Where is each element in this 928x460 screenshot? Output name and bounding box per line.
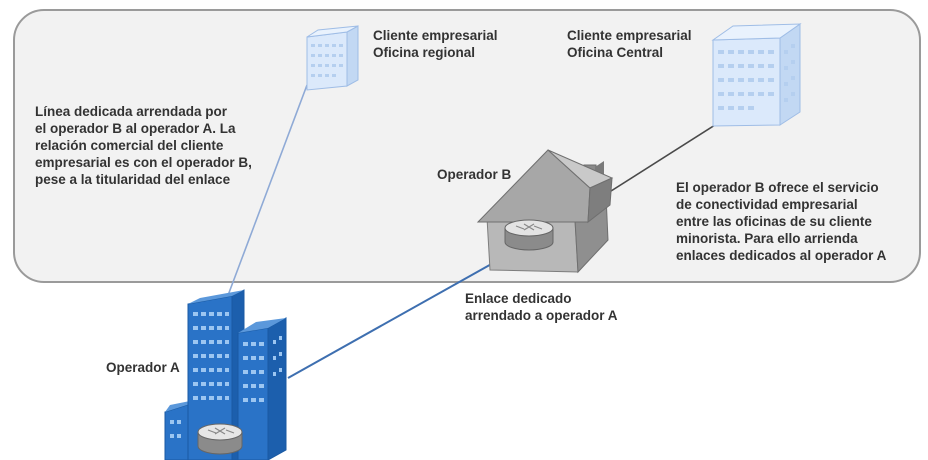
regional-office-label-line2: Oficina regional	[373, 45, 476, 60]
operator-b-label-text: Operador B	[437, 167, 512, 182]
regional-office-label-line1: Cliente empresarial	[373, 28, 498, 43]
operator-a-label-text: Operador A	[106, 360, 180, 375]
operator-b-service-note-line: enlaces dedicados al operador A	[676, 248, 887, 263]
dedicated-link-label-line: arrendado a operador A	[465, 308, 618, 323]
leased-line-note-line: el operador B al operador A. La	[35, 121, 236, 136]
leased-line-note-line: pese a la titularidad del enlace	[35, 172, 231, 187]
dedicated-link-label-line: Enlace dedicado	[465, 291, 572, 306]
central-office-label-line1: Cliente empresarial	[567, 28, 692, 43]
operator-b-service-note-line: entre las oficinas de su cliente	[676, 214, 872, 229]
operator-b-house-icon	[476, 149, 614, 274]
regional-office-label: Cliente empresarial Oficina regional	[373, 27, 498, 61]
central-office-building-icon	[711, 23, 802, 127]
operator-b-service-note-line: minorista. Para ello arrienda	[676, 231, 858, 246]
operator-b-service-note: El operador B ofrece el servicio de cone…	[676, 179, 886, 264]
leased-line-note-line: relación comercial del cliente	[35, 138, 224, 153]
operator-a-label: Operador A	[106, 359, 180, 376]
operator-b-router-icon	[504, 219, 554, 251]
regional-office-building-icon	[306, 25, 359, 91]
leased-line-note: Línea dedicada arrendada por el operador…	[35, 103, 252, 188]
link-regional-to-operator-a	[214, 84, 308, 331]
operator-a-buildings-icon	[164, 289, 287, 460]
leased-line-note-line: Línea dedicada arrendada por	[35, 104, 228, 119]
link-operator-a-to-operator-b	[287, 261, 496, 379]
operator-b-service-note-line: de conectividad empresarial	[676, 197, 858, 212]
client-area-panel	[13, 9, 921, 283]
dedicated-link-label: Enlace dedicado arrendado a operador A	[465, 290, 618, 324]
operator-b-service-note-line: El operador B ofrece el servicio	[676, 180, 879, 195]
operator-b-label: Operador B	[437, 166, 511, 183]
central-office-label: Cliente empresarial Oficina Central	[567, 27, 692, 61]
operator-a-router-icon	[197, 423, 243, 455]
link-operator-b-to-central	[599, 124, 716, 199]
leased-line-note-line: empresarial es con el operador B,	[35, 155, 252, 170]
central-office-label-line2: Oficina Central	[567, 45, 664, 60]
